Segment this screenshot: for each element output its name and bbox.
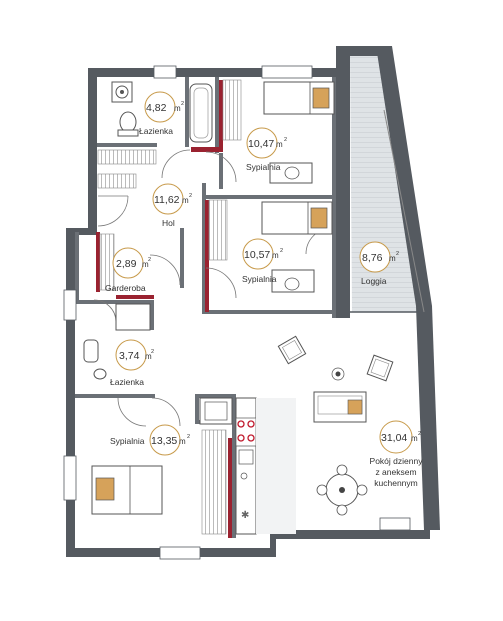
bed-icon: [91, 465, 163, 515]
room-labels: 4,82 m 2 Łazienka 10,47 m 2 Sypialnia 11…: [105, 91, 424, 488]
area-badge: [144, 91, 176, 123]
area-unit-power: 2: [280, 248, 283, 254]
area-unit-power: 2: [418, 431, 421, 437]
area-value: 10,47: [248, 138, 274, 150]
bed-icon: [263, 81, 335, 115]
room-sypialnia2: 10,57 m 2 Sypialnia: [242, 238, 283, 284]
bathroom2-fixtures: [83, 303, 151, 380]
room-name: Hol: [162, 218, 175, 228]
room-sypialnia1: 10,47 m 2 Sypialnia: [246, 127, 287, 172]
area-value: 13,35: [151, 435, 177, 447]
bedroom2-furniture: [208, 199, 333, 293]
area-unit-power: 2: [181, 101, 184, 107]
partition-walls: [96, 80, 232, 538]
kitchen: ✱: [199, 397, 296, 535]
svg-text:4,82: 4,82: [146, 102, 167, 114]
room-name: Sypialnia: [246, 162, 281, 172]
area-unit: m: [276, 140, 283, 149]
room-loggia: 8,76 m 2 Loggia: [359, 241, 399, 286]
area-badge: [359, 241, 391, 273]
area-unit: m: [145, 352, 152, 361]
bathtub-icon: [189, 83, 213, 143]
loggia-balustrade: [383, 109, 425, 313]
room-sypialnia3: 13,35 m 2 Sypialnia: [110, 424, 190, 456]
armchair-icon: [277, 335, 307, 365]
area-badge: [246, 127, 278, 159]
room-garderoba: 2,89 m 2 Garderoba: [105, 247, 151, 293]
area-unit: m: [389, 254, 396, 263]
area-unit-power: 2: [148, 257, 151, 263]
shower-icon: [115, 303, 151, 331]
garderoba-shelves: [99, 233, 115, 291]
area-unit-power: 2: [187, 434, 190, 440]
area-badge: [149, 424, 181, 456]
room-name: Łazienka: [139, 126, 173, 136]
room-hol: 11,62 m 2 Hol: [152, 183, 192, 228]
wardrobe-icon: [222, 79, 242, 141]
sofa-icon: [313, 391, 367, 423]
door-swings: [93, 149, 333, 427]
room-name-line: Pokój dzienny: [370, 456, 424, 466]
room-name: Loggia: [361, 276, 387, 286]
room-name-line: kuchennym: [374, 478, 417, 488]
stove-icon: [235, 417, 257, 447]
area-value: 11,62: [154, 194, 180, 206]
wardrobe-icon: [208, 199, 228, 261]
chair-icon: [284, 277, 300, 291]
area-badge: [242, 238, 274, 270]
wardrobe-icon: [201, 429, 227, 535]
area-unit: m: [411, 434, 418, 443]
toilet-icon: [117, 111, 139, 137]
dining-table-icon: [316, 464, 368, 516]
room-name: Sypialnia: [242, 274, 277, 284]
area-unit-power: 2: [151, 349, 154, 355]
bed-icon: [261, 201, 333, 235]
interior-walls: [75, 77, 336, 538]
area-badge: [115, 339, 147, 371]
area-unit-power: 2: [396, 251, 399, 257]
room-lazienka2: 3,74 m 2 Łazienka: [110, 339, 154, 387]
area-unit-power: 2: [284, 137, 287, 143]
area-badge: [152, 183, 184, 215]
room-name: Garderoba: [105, 283, 146, 293]
bedroom3-furniture: [91, 429, 227, 535]
area-unit: m: [182, 196, 189, 205]
room-lazienka1: 4,82 m 2 Łazienka: [139, 91, 184, 136]
room-pokoj-dzienny: 31,04 m 2 Pokój dzienny z aneksem kuchen…: [370, 420, 424, 488]
room-name-line: z aneksem: [375, 467, 416, 477]
exterior-walls: [66, 46, 440, 557]
area-value: 31,04: [381, 432, 407, 444]
living-room-furniture: [277, 335, 394, 516]
area-unit: m: [174, 104, 181, 113]
toilet-icon: [93, 368, 107, 380]
snowflake-icon: ✱: [241, 510, 249, 521]
armchair-icon: [366, 354, 394, 382]
area-badge: [112, 247, 144, 279]
chair-icon: [284, 166, 300, 180]
area-value: 3,74: [119, 350, 140, 362]
area-unit: m: [272, 251, 279, 260]
bedroom1-furniture: [222, 79, 335, 184]
area-value: 10,57: [244, 249, 270, 261]
windows: [63, 65, 411, 560]
area-value: 4,82: [146, 102, 167, 114]
plant-icon: [331, 367, 345, 381]
area-unit: m: [179, 437, 186, 446]
room-name: Łazienka: [110, 377, 144, 387]
area-badge: [379, 420, 413, 454]
room-name: Sypialnia: [110, 436, 145, 446]
wardrobe-icon: [97, 149, 157, 165]
sink-icon: [83, 339, 99, 363]
area-value: 2,89: [116, 258, 137, 270]
area-unit: m: [142, 260, 149, 269]
area-value: 8,76: [362, 252, 383, 264]
area-unit-power: 2: [189, 193, 192, 199]
bathroom1-fixtures: [111, 81, 213, 143]
